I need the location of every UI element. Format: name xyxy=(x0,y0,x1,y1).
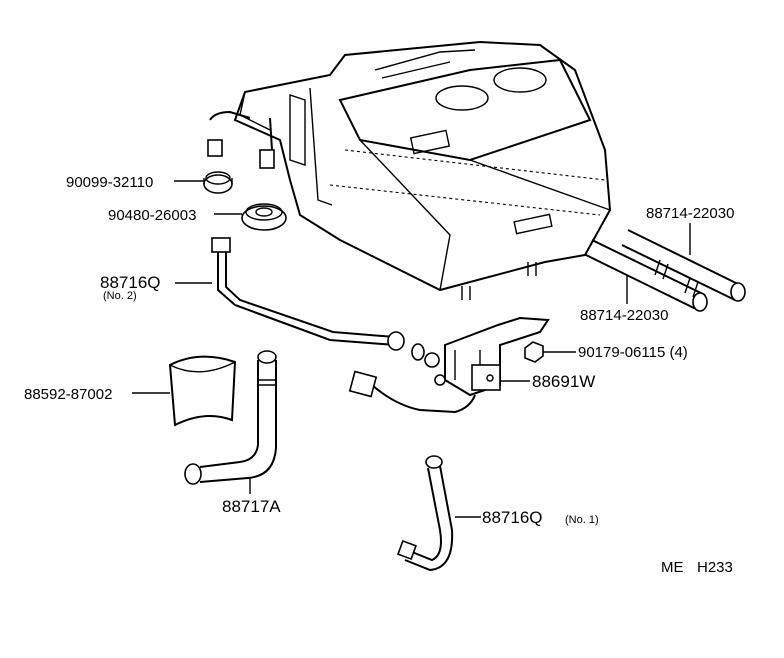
label-88716q-no1-sub: (No. 1) xyxy=(565,514,599,526)
label-90099-32110: 90099-32110 xyxy=(66,174,153,191)
label-88691w: 88691W xyxy=(532,372,595,391)
label-88716q-no2: 88716Q xyxy=(100,273,161,292)
label-88714-22030-bottom: 88714-22030 xyxy=(580,307,668,324)
label-88716q-no2-sub: (No. 2) xyxy=(103,290,137,302)
hose-clamp-part xyxy=(168,355,237,427)
leader-lines xyxy=(132,180,691,518)
seal-part xyxy=(241,203,287,231)
water-pipe-no2 xyxy=(211,237,425,361)
label-88714-22030-top: 88714-22030 xyxy=(646,205,734,222)
nut-part xyxy=(524,341,544,363)
heater-unit-housing xyxy=(207,40,612,300)
label-88716q-no1: 88716Q xyxy=(482,508,543,527)
label-88717a: 88717A xyxy=(222,497,281,516)
label-90480-26003: 90480-26003 xyxy=(108,207,196,224)
water-pipe-no1 xyxy=(397,455,454,572)
water-valve-88691w xyxy=(348,316,550,414)
hoses-88714 xyxy=(585,229,746,312)
label-88592-87002: 88592-87002 xyxy=(24,386,112,403)
hose-88717a xyxy=(184,350,277,485)
diagram-code-h233: H233 xyxy=(697,559,733,576)
grommet-part xyxy=(203,171,233,194)
label-90179-06115: 90179-06115 (4) xyxy=(578,344,688,361)
diagram-code-me: ME xyxy=(661,559,684,576)
